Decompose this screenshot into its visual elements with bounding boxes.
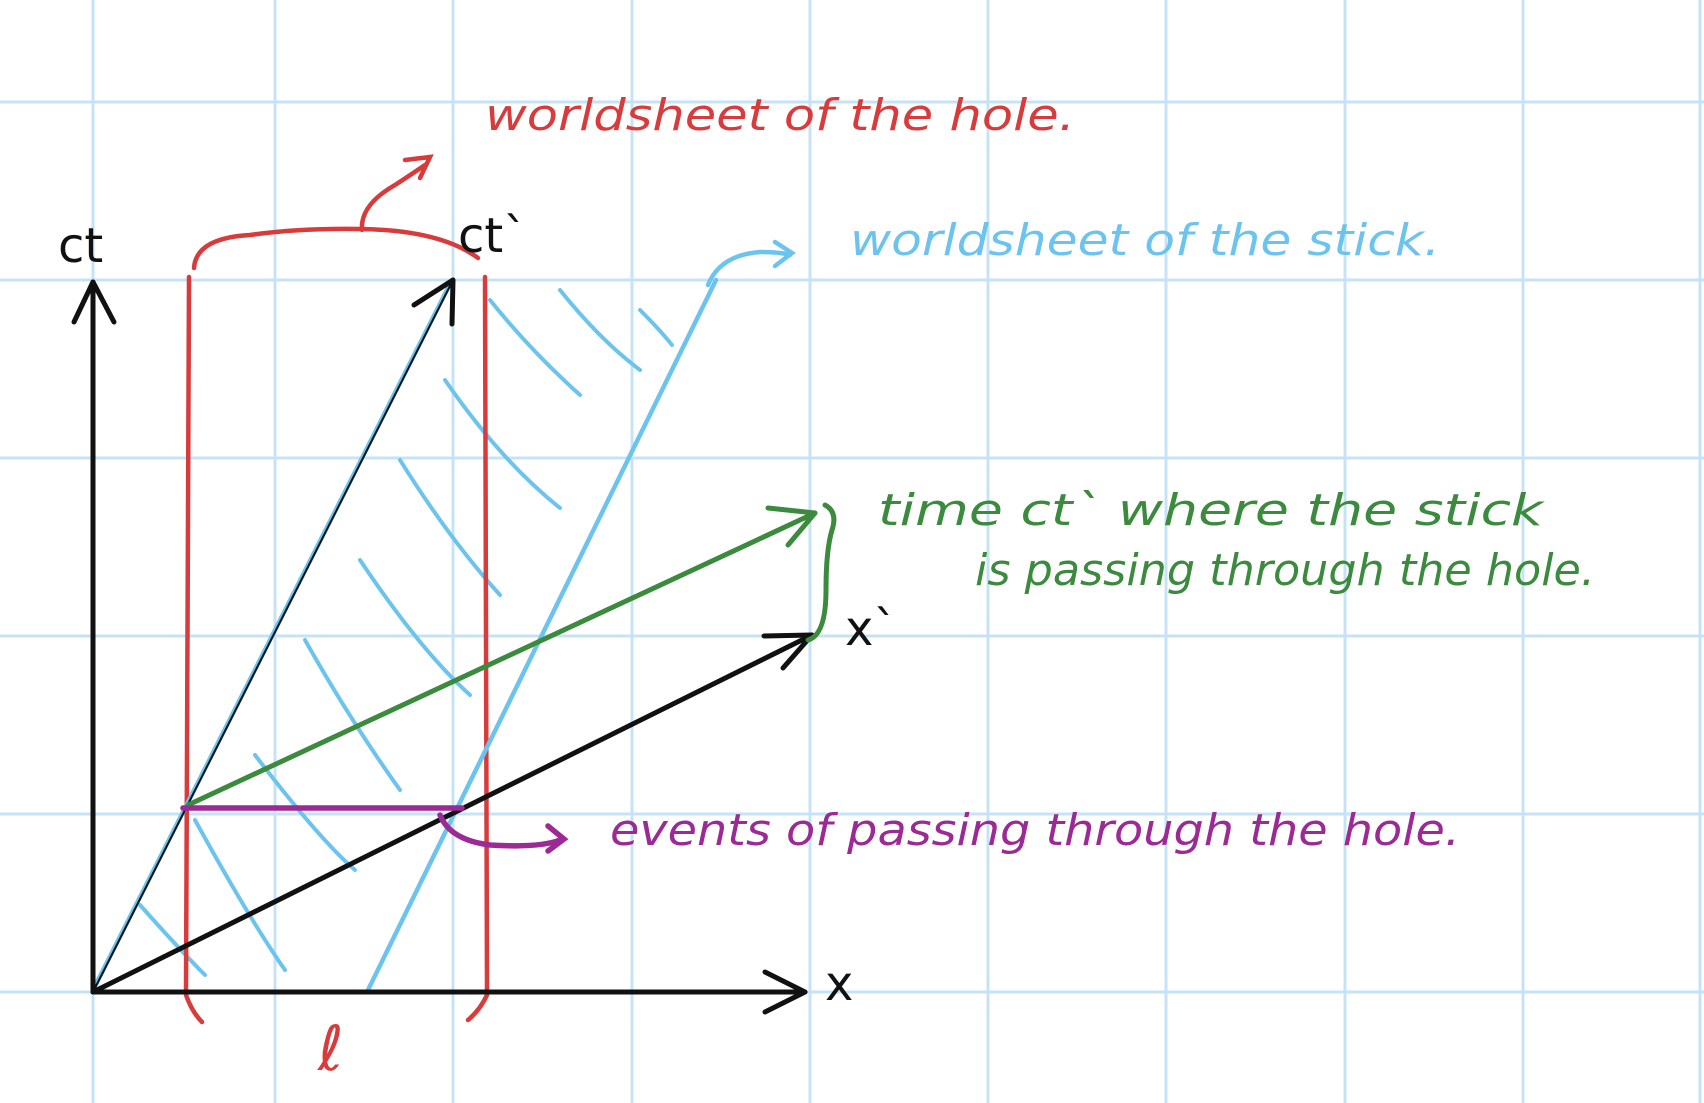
- axes: [71, 277, 815, 1015]
- hole-right-edge: [482, 274, 490, 993]
- ct-prime-axis-arrowhead: [411, 277, 456, 327]
- events-arrow: [437, 812, 563, 849]
- length-label: ℓ: [317, 1012, 344, 1085]
- ct-label: ct: [58, 218, 103, 274]
- x-prime-label: x`: [845, 601, 897, 657]
- x-label: x: [825, 956, 853, 1012]
- time-brace: [805, 502, 837, 643]
- time-arrowhead: [765, 505, 818, 548]
- x-prime-axis-arrowhead: [761, 632, 815, 671]
- time-annotation-line1: time ct` where the stick: [878, 485, 1545, 536]
- hole-left-tick: [183, 992, 205, 1025]
- events-arrowhead: [545, 823, 569, 854]
- stick-worldlines: [90, 239, 796, 993]
- events-annotation: events of passing through the hole.: [610, 805, 1460, 856]
- time-ct-prime-line: [185, 510, 818, 808]
- stick-right-edge: [365, 277, 719, 993]
- hole-left-edge: [183, 274, 192, 993]
- ct-prime-axis: [92, 279, 454, 993]
- stick-annotation: worldsheet of the stick.: [850, 215, 1440, 266]
- stick-arrowhead: [772, 239, 796, 269]
- hole-worldlines: [183, 154, 490, 1025]
- hole-brace-arrow: [359, 162, 428, 233]
- time-annotation-line2: is passing through the hole.: [975, 545, 1595, 596]
- ct-axis-arrowhead: [71, 279, 117, 325]
- labels: ct ct` x x` ℓ worldsheet of the hole. wo…: [58, 90, 1595, 1085]
- hole-annotation: worldsheet of the hole.: [485, 90, 1075, 141]
- hole-brace-arrowhead: [402, 154, 434, 181]
- events-line: [180, 805, 569, 854]
- x-axis-arrowhead: [762, 969, 808, 1015]
- stick-arrow: [705, 249, 793, 288]
- x-prime-axis: [90, 632, 815, 995]
- stick-hatching: [138, 288, 674, 977]
- hole-brace: [191, 226, 481, 271]
- simultaneity-line: [185, 502, 837, 808]
- hole-right-tick: [465, 992, 490, 1023]
- ct-prime-label: ct`: [458, 208, 527, 264]
